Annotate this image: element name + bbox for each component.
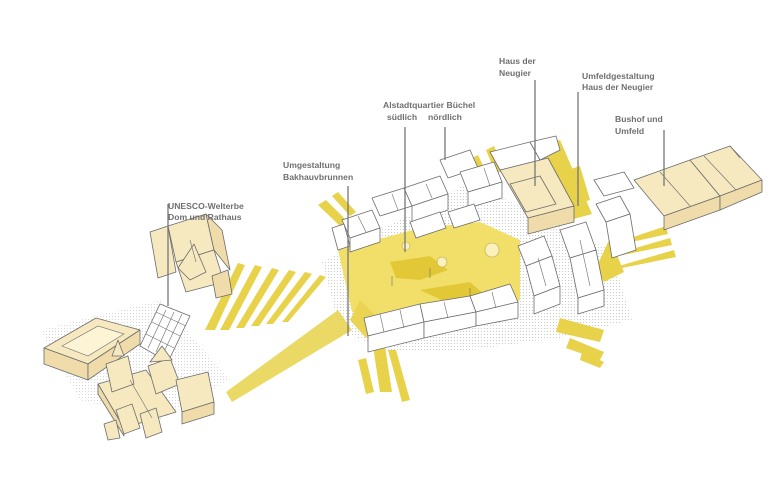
- label-alstadt-line1: Alstadtquartier Büchel: [383, 100, 475, 110]
- label-bakhauv-line1: Umgestaltung: [283, 160, 340, 170]
- label-umfeld: Umfeldgestaltung Haus der Neugier: [582, 71, 655, 92]
- label-bakhauv: Umgestaltung Bakhauvbrunnen: [283, 160, 353, 182]
- label-haus-line1: Haus der: [499, 56, 536, 66]
- ray-northwest: [318, 192, 356, 226]
- label-alstadt-north: nördlich: [428, 112, 462, 122]
- label-alstadt: Alstadtquartier Büchel südlich nördlich: [383, 100, 475, 122]
- label-unesco-line1: UNESCO-Welterbe: [168, 201, 244, 211]
- label-bakhauv-line2: Bakhauvbrunnen: [283, 172, 353, 182]
- ray-south: [358, 340, 410, 402]
- label-umfeld-line2: Haus der Neugier: [582, 82, 654, 92]
- ray-southeast: [556, 318, 604, 368]
- label-unesco-line2: Dom und Rathaus: [168, 212, 242, 222]
- ray-west-wedge: [226, 310, 352, 402]
- ray-west-stripes: [205, 263, 326, 330]
- label-unesco: UNESCO-Welterbe Dom und Rathaus: [168, 201, 244, 222]
- label-umfeld-line1: Umfeldgestaltung: [582, 71, 655, 81]
- square-block-building: [43, 317, 141, 381]
- katschhof-grid: [139, 303, 191, 363]
- label-bushof-line2: Umfeld: [615, 126, 644, 136]
- label-bushof-line1: Bushof und: [615, 114, 663, 124]
- rathaus-building: [149, 213, 233, 299]
- label-bushof: Bushof und Umfeld: [615, 114, 663, 136]
- bushof-buildings: [593, 145, 763, 231]
- label-alstadt-south: südlich: [387, 112, 417, 122]
- label-haus-line2: Neugier: [499, 68, 532, 78]
- label-haus: Haus der Neugier: [499, 56, 536, 78]
- ray-east-wedge: [596, 238, 624, 282]
- haus-der-neugier-building: [489, 135, 592, 235]
- buechel-quarter-buildings: [331, 149, 637, 353]
- dom-cathedral: [97, 339, 215, 441]
- leader-lines: [167, 80, 665, 336]
